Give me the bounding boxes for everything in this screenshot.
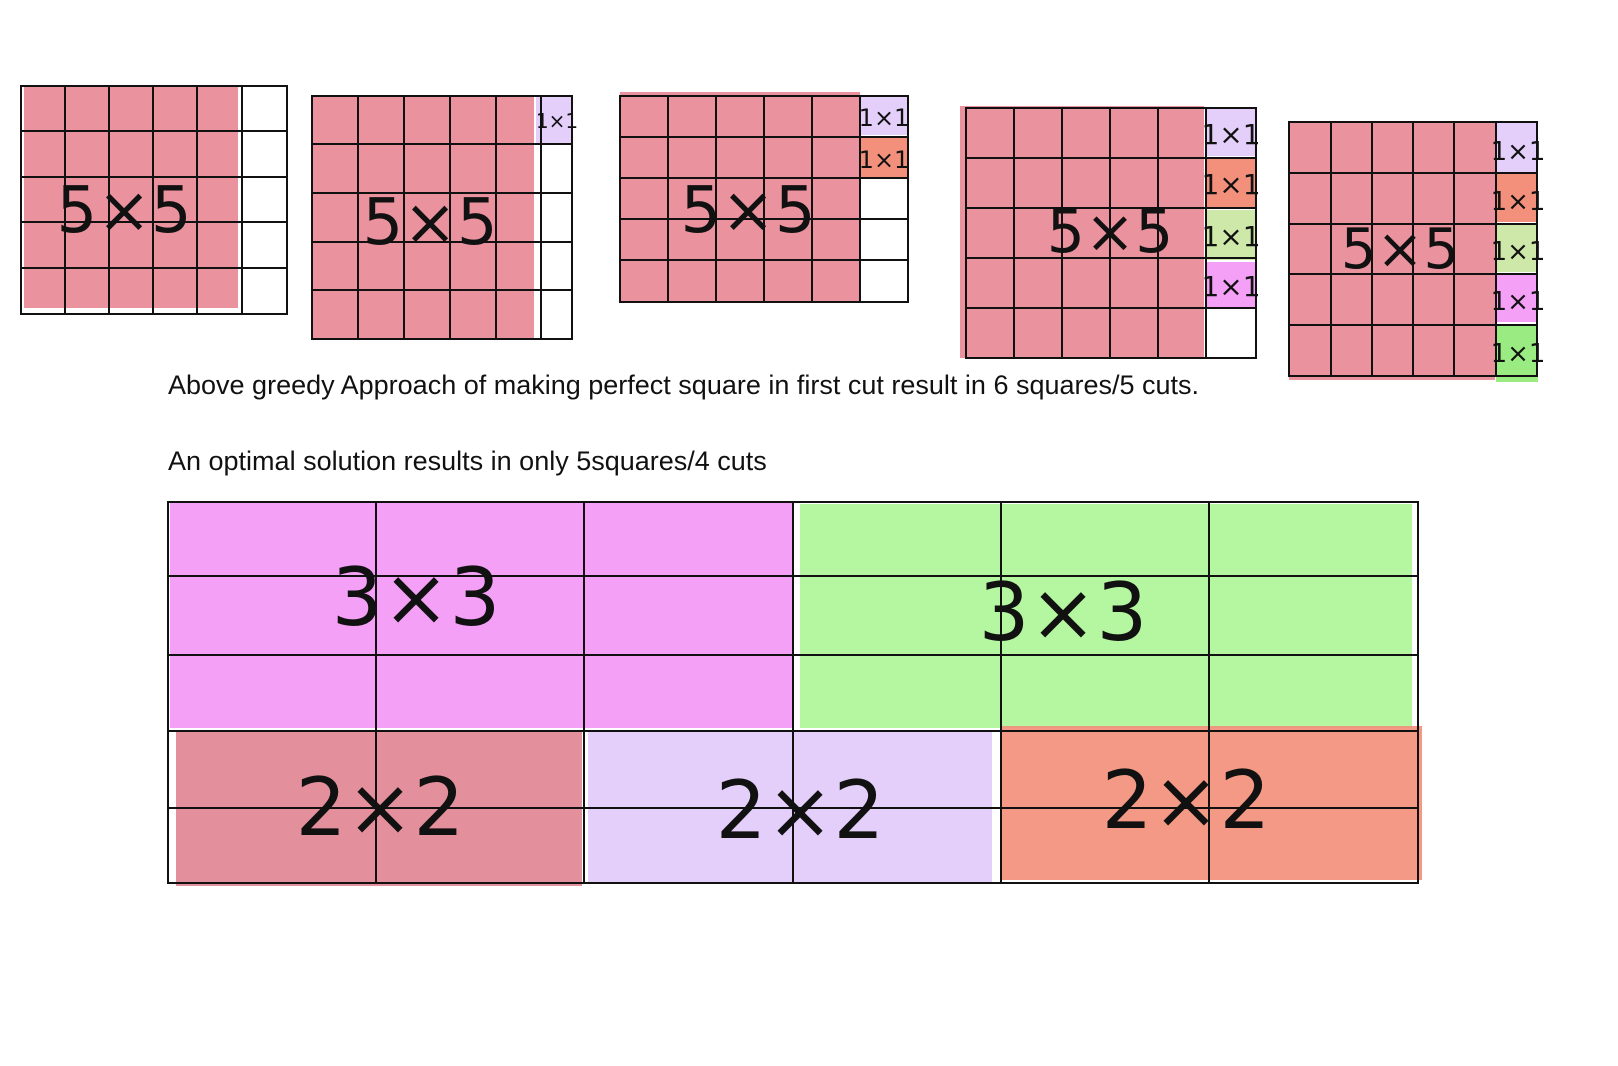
grid-6x5 <box>619 95 909 303</box>
unit-square-fill <box>861 96 909 135</box>
grid-6x5-large <box>167 501 1419 884</box>
square-5x5-fill <box>620 92 860 302</box>
block-2x2-salmon-fill <box>1002 726 1422 880</box>
big-square-label: 5×5 <box>1341 217 1459 282</box>
square-5x5-fill <box>1289 122 1495 380</box>
unit-square-fill <box>1496 224 1538 272</box>
unit-square-label: 1×1 <box>1201 270 1260 303</box>
grid-6x5 <box>20 85 288 315</box>
optimal-solution: 3×3 3×3 2×2 2×2 2×2 <box>167 501 1422 886</box>
optimal-caption: An optimal solution results in only 5squ… <box>168 446 767 476</box>
block-3x3-green-fill <box>800 504 1412 728</box>
grid-6x5 <box>1288 121 1538 377</box>
greedy-step-3: 5×5 1×1 1×1 <box>619 92 910 303</box>
unit-square-label: 1×1 <box>1201 118 1260 151</box>
block-label-3x3-left: 3×3 <box>332 551 501 644</box>
unit-square-fill <box>1496 122 1538 172</box>
big-square-label: 5×5 <box>362 186 497 260</box>
greedy-step-4: 5×5 1×1 1×1 1×1 1×1 <box>960 106 1261 359</box>
unit-square-fill <box>1205 158 1255 208</box>
unit-square-fill <box>1496 174 1538 222</box>
unit-square-label: 1×1 <box>536 109 578 133</box>
unit-square-label: 1×1 <box>1491 187 1546 217</box>
grid-6x5 <box>311 95 573 340</box>
unit-square-fill <box>1205 108 1255 156</box>
unit-square-label: 1×1 <box>1491 339 1546 369</box>
unit-square-fill <box>1496 274 1538 322</box>
greedy-caption: Above greedy Approach of making perfect … <box>168 370 1200 400</box>
greedy-step-5: 5×5 1×1 1×1 1×1 1×1 1×1 <box>1288 121 1546 382</box>
block-3x3-magenta-fill <box>170 502 794 728</box>
greedy-step-2: 5×5 1×1 <box>311 95 578 340</box>
unit-square-label: 1×1 <box>859 146 910 174</box>
grid-6x5 <box>965 107 1257 359</box>
block-label-2x2-left: 2×2 <box>296 761 465 854</box>
greedy-step-1: 5×5 <box>20 85 288 315</box>
block-label-3x3-right: 3×3 <box>979 566 1148 659</box>
block-label-2x2-middle: 2×2 <box>716 764 885 857</box>
unit-square-label: 1×1 <box>1201 168 1260 201</box>
unit-square-label: 1×1 <box>1491 237 1546 267</box>
unit-square-label: 1×1 <box>1491 287 1546 317</box>
unit-square-fill <box>1496 324 1538 382</box>
big-square-label: 5×5 <box>56 174 191 248</box>
unit-square-label: 1×1 <box>1491 137 1546 167</box>
unit-square-label: 1×1 <box>1201 220 1260 253</box>
unit-square-fill <box>1205 262 1255 308</box>
big-square-label: 5×5 <box>680 174 815 248</box>
unit-square-fill <box>1205 210 1255 260</box>
square-5x5-fill <box>960 106 1204 358</box>
big-square-label: 5×5 <box>1047 197 1174 267</box>
block-label-2x2-right: 2×2 <box>1102 754 1271 847</box>
square-5x5-fill <box>24 86 238 308</box>
unit-square-label: 1×1 <box>859 104 910 132</box>
unit-square-fill <box>861 136 909 177</box>
